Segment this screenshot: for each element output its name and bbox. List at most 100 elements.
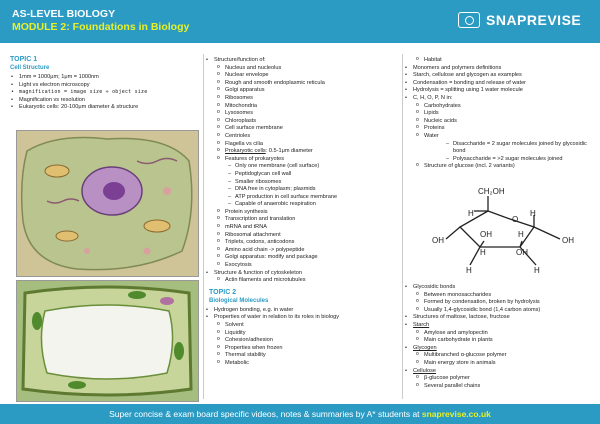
o-label: O <box>512 215 518 224</box>
glycogen-heading: Glycogen <box>404 345 596 353</box>
list-item: Usually 1,4-glycosidic bond (1,4 carbon … <box>404 306 596 315</box>
list-item: Glycosidic bonds <box>404 284 596 292</box>
oh-label: OH <box>562 236 574 245</box>
column-3-continued: Glycosidic bonds Between monosaccharides… <box>404 284 596 390</box>
topic-1-heading: TOPIC 1 <box>10 56 38 63</box>
list-item: Peptidoglycan cell wall <box>205 171 405 179</box>
column-3: Habitat Monomers and polymers definition… <box>404 56 596 171</box>
list-item: Protein synthesis <box>205 208 405 217</box>
list-item: Structure & function of cytoskeleton <box>205 270 405 278</box>
oh-label: OH <box>480 230 492 239</box>
list-item: Between monosaccharides <box>404 291 596 300</box>
list-item: Multibranched α-glucose polymer <box>404 351 596 360</box>
list-item: Flagella vs cilia <box>205 140 405 149</box>
list-item: Disaccharide = 2 sugar molecules joined … <box>404 141 596 156</box>
list-item: Polysaccharide = >2 sugar molecules join… <box>404 156 596 164</box>
footer-bar: Super concise & exam board specific vide… <box>0 404 600 424</box>
list-item: Proteins <box>404 124 596 133</box>
list-item: Prokaryotic cells: 0.5-1μm diameter <box>205 147 405 156</box>
ch2oh-label: CH₂OH <box>478 187 505 196</box>
animal-cell-image <box>16 130 199 277</box>
footer-link[interactable]: snaprevise.co.uk <box>421 409 491 419</box>
prokaryotic-label: Prokaryotic cells <box>225 148 266 155</box>
h-label: H <box>480 248 486 257</box>
list-item: Liquidity <box>205 329 405 338</box>
list-item: Rough and smooth endoplasmic reticula <box>205 79 405 88</box>
list-item: Properties when frozen <box>205 344 405 353</box>
oh-label: OH <box>432 236 444 245</box>
cell-structure-heading: Cell Structure <box>10 65 50 71</box>
footer-text: Super concise & exam board specific vide… <box>0 409 600 419</box>
list-item: Eukaryotic cells: 20-100μm diameter & st… <box>10 104 195 112</box>
list-item: Golgi apparatus: modify and package <box>205 253 405 262</box>
list-item: Structure of glucose (incl. 2 variants) <box>404 162 596 171</box>
list-item: 1mm = 1000μm; 1μm = 1000nm <box>10 74 195 82</box>
oh-label: OH <box>516 248 528 257</box>
list-item: Carbohydrates <box>404 102 596 111</box>
list-item: mRNA and tRNA <box>205 223 405 232</box>
list-item: Amylose and amylopectin <box>404 329 596 338</box>
list-item: Light vs electron microscopy <box>10 82 195 90</box>
prokaryotic-size: : 0.5-1μm diameter <box>265 148 313 155</box>
list-item: Main carbohydrate in plants <box>404 336 596 345</box>
magnification-formula: magnification = image size ÷ object size <box>10 89 195 97</box>
h-label: H <box>518 230 524 239</box>
list-item: Actin filaments and microtubules <box>205 276 405 285</box>
list-item: Amino acid chain -> polypeptide <box>205 246 405 255</box>
list-item: Transcription and translation <box>205 216 405 224</box>
list-item: Centrioles <box>205 132 405 141</box>
list-item: DNA free in cytoplasm; plasmids <box>205 186 405 194</box>
list-item: Golgi apparatus <box>205 86 405 95</box>
list-item: Structure/function of: <box>205 57 405 65</box>
starch-heading: Starch <box>404 322 596 330</box>
module-title: MODULE 2: Foundations in Biology <box>12 21 190 33</box>
list-item: Magnification vs resolution <box>10 97 195 105</box>
column-1: TOPIC 1 Cell Structure 1mm = 1000μm; 1μm… <box>10 55 195 112</box>
list-item: Exocytosis <box>205 261 405 270</box>
list-item: Thermal stability <box>205 351 405 360</box>
h-label: H <box>534 266 540 275</box>
list-item: Structures of maltose, lactose, fructose <box>404 314 596 322</box>
h-label: H <box>530 209 536 218</box>
list-item: Water <box>404 132 596 141</box>
list-item: Smaller ribosomes <box>205 179 405 187</box>
list-item: Starch, cellulose and glycogen as exampl… <box>404 72 596 80</box>
list-item: Lysosomes <box>205 109 405 118</box>
list-item: Solvent <box>205 321 405 330</box>
list-item: Features of prokaryotes <box>205 155 405 164</box>
plant-cell-image <box>16 280 199 402</box>
list-item: Monomers and polymers definitions <box>404 65 596 73</box>
list-item: Only one membrane (cell surface) <box>205 163 405 171</box>
list-item: Nucleus and nucleolus <box>205 64 405 73</box>
column-divider <box>203 54 204 399</box>
list-item: Capable of anaerobic respiration <box>205 201 405 209</box>
list-item: Mitochondria <box>205 102 405 111</box>
glucose-structure-diagram: CH₂OH H O H OH OH H OH H H OH H <box>432 187 574 275</box>
list-item: Nuclear envelope <box>205 71 405 80</box>
list-item: Chloroplasts <box>205 117 405 126</box>
cellulose-heading: Cellulose <box>404 368 596 376</box>
list-item: Several parallel chains <box>404 382 596 391</box>
list-item: ATP production in cell surface membrane <box>205 194 405 202</box>
list-item: Ribosomes <box>205 94 405 103</box>
list-item: Hydrolysis = splitting using 1 water mol… <box>404 87 596 95</box>
brand-name: SNAPREVISE <box>486 12 582 28</box>
footer-tagline: Super concise & exam board specific vide… <box>109 409 422 419</box>
list-item: Habitat <box>404 56 596 65</box>
list-item: Condensation = bonding and release of wa… <box>404 80 596 88</box>
column-2: Structure/function of: Nucleus and nucle… <box>205 57 405 368</box>
list-item: C, H, O, P, N in: <box>404 95 596 103</box>
list-item: Lipids <box>404 109 596 118</box>
list-item: Main energy store in animals <box>404 359 596 368</box>
list-item: Ribosomal attachment <box>205 231 405 240</box>
h-label: H <box>466 266 472 275</box>
topic-2-heading: TOPIC 2 <box>209 288 237 296</box>
list-item: Metabolic <box>205 359 405 368</box>
biological-molecules-heading: Biological Molecules <box>209 297 269 304</box>
list-item: Cell surface membrane <box>205 124 405 133</box>
list-item: Nucleic acids <box>404 117 596 126</box>
list-item: Formed by condensation, broken by hydrol… <box>404 298 596 307</box>
list-item: Cohesion/adhesion <box>205 336 405 345</box>
course-title: AS-LEVEL BIOLOGY <box>12 8 116 20</box>
list-item: Properties of water in relation to its r… <box>205 314 405 322</box>
